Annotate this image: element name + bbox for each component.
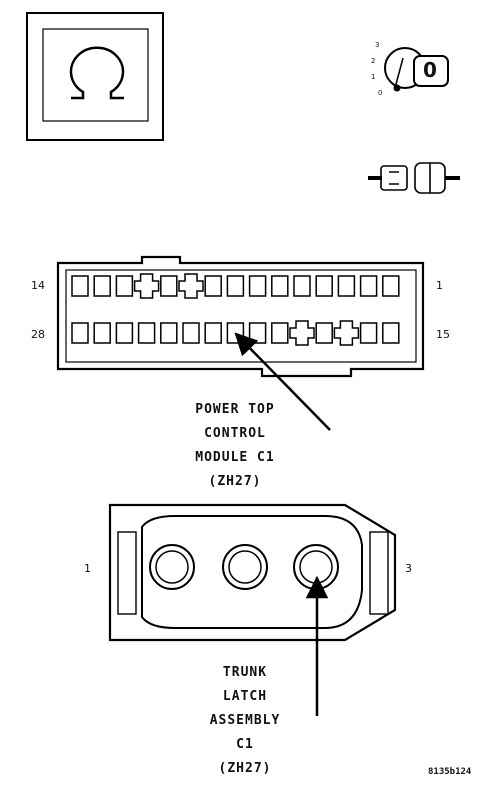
pin-cavity	[359, 275, 378, 297]
ohm-symbol-icon	[26, 12, 164, 141]
pin-cavity	[71, 322, 89, 344]
caption-line: CONTROL	[204, 426, 266, 441]
pin-cavity	[160, 275, 178, 297]
pin-cavity	[382, 322, 400, 344]
pin-cavity	[315, 275, 333, 297]
pin-cavity	[248, 322, 267, 344]
keyed-pin-cavity	[178, 273, 204, 299]
caption-line: (ZH27)	[218, 761, 272, 776]
pin-cavity	[271, 275, 289, 297]
pin-cavity	[160, 322, 178, 344]
pin-cavity	[293, 275, 311, 297]
trunk-pin-label-1: 1	[84, 562, 91, 575]
pin-cavity	[204, 322, 222, 344]
pin-cavity	[71, 275, 89, 297]
pin-cavity	[115, 275, 134, 297]
power-top-module-connector	[56, 255, 425, 378]
caption-line: C1	[236, 737, 254, 752]
pin-label-14: 14	[31, 279, 45, 292]
pin-cavity	[93, 275, 111, 297]
caption-line: (ZH27)	[208, 474, 262, 489]
pin-cavity	[248, 275, 267, 297]
keyed-pin-cavity	[133, 273, 160, 299]
pin-label-1: 1	[436, 279, 443, 292]
pin-label-28: 28	[31, 328, 45, 341]
figure-code: 8135b124	[428, 767, 472, 777]
caption-line: TRUNK	[222, 665, 268, 680]
pin-cavity	[382, 275, 400, 297]
caption-line: MODULE C1	[195, 450, 275, 465]
pin-cavity	[226, 275, 245, 297]
caption-line: POWER TOP	[195, 402, 275, 417]
keyed-pin-cavity	[333, 320, 360, 346]
pin-cavity	[93, 322, 111, 344]
ignition-position-0: 0	[378, 89, 383, 97]
c1-pointer-arrow	[234, 332, 331, 431]
pin-cavity	[137, 322, 156, 344]
pin-cavity	[271, 322, 289, 344]
ignition-position-3: 3	[375, 41, 380, 49]
ignition-key-icon	[384, 47, 449, 92]
keyed-pin-cavity	[289, 320, 315, 346]
pin-cavity	[315, 322, 333, 344]
pin-cavity	[115, 322, 134, 344]
caption-line: ASSEMBLY	[209, 713, 281, 728]
caption-line: LATCH	[222, 689, 268, 704]
inline-connector-icon	[368, 162, 460, 194]
trunk-pin-label-3: 3	[405, 562, 412, 575]
trunk-latch-connector	[108, 503, 397, 642]
pin-cavity	[204, 275, 222, 297]
power-top-module-caption: POWER TOP CONTROL MODULE C1 (ZH27)	[150, 398, 320, 494]
pin-cavity	[359, 322, 378, 344]
ignition-position-1: 1	[371, 73, 376, 81]
key-glyph: 0	[423, 58, 437, 82]
trunk-latch-caption: TRUNK LATCH ASSEMBLY C1 (ZH27)	[175, 661, 315, 781]
pin-label-15: 15	[436, 328, 450, 341]
pin-cavity	[337, 275, 356, 297]
pin-cavity	[182, 322, 200, 344]
ignition-position-2: 2	[371, 57, 376, 65]
